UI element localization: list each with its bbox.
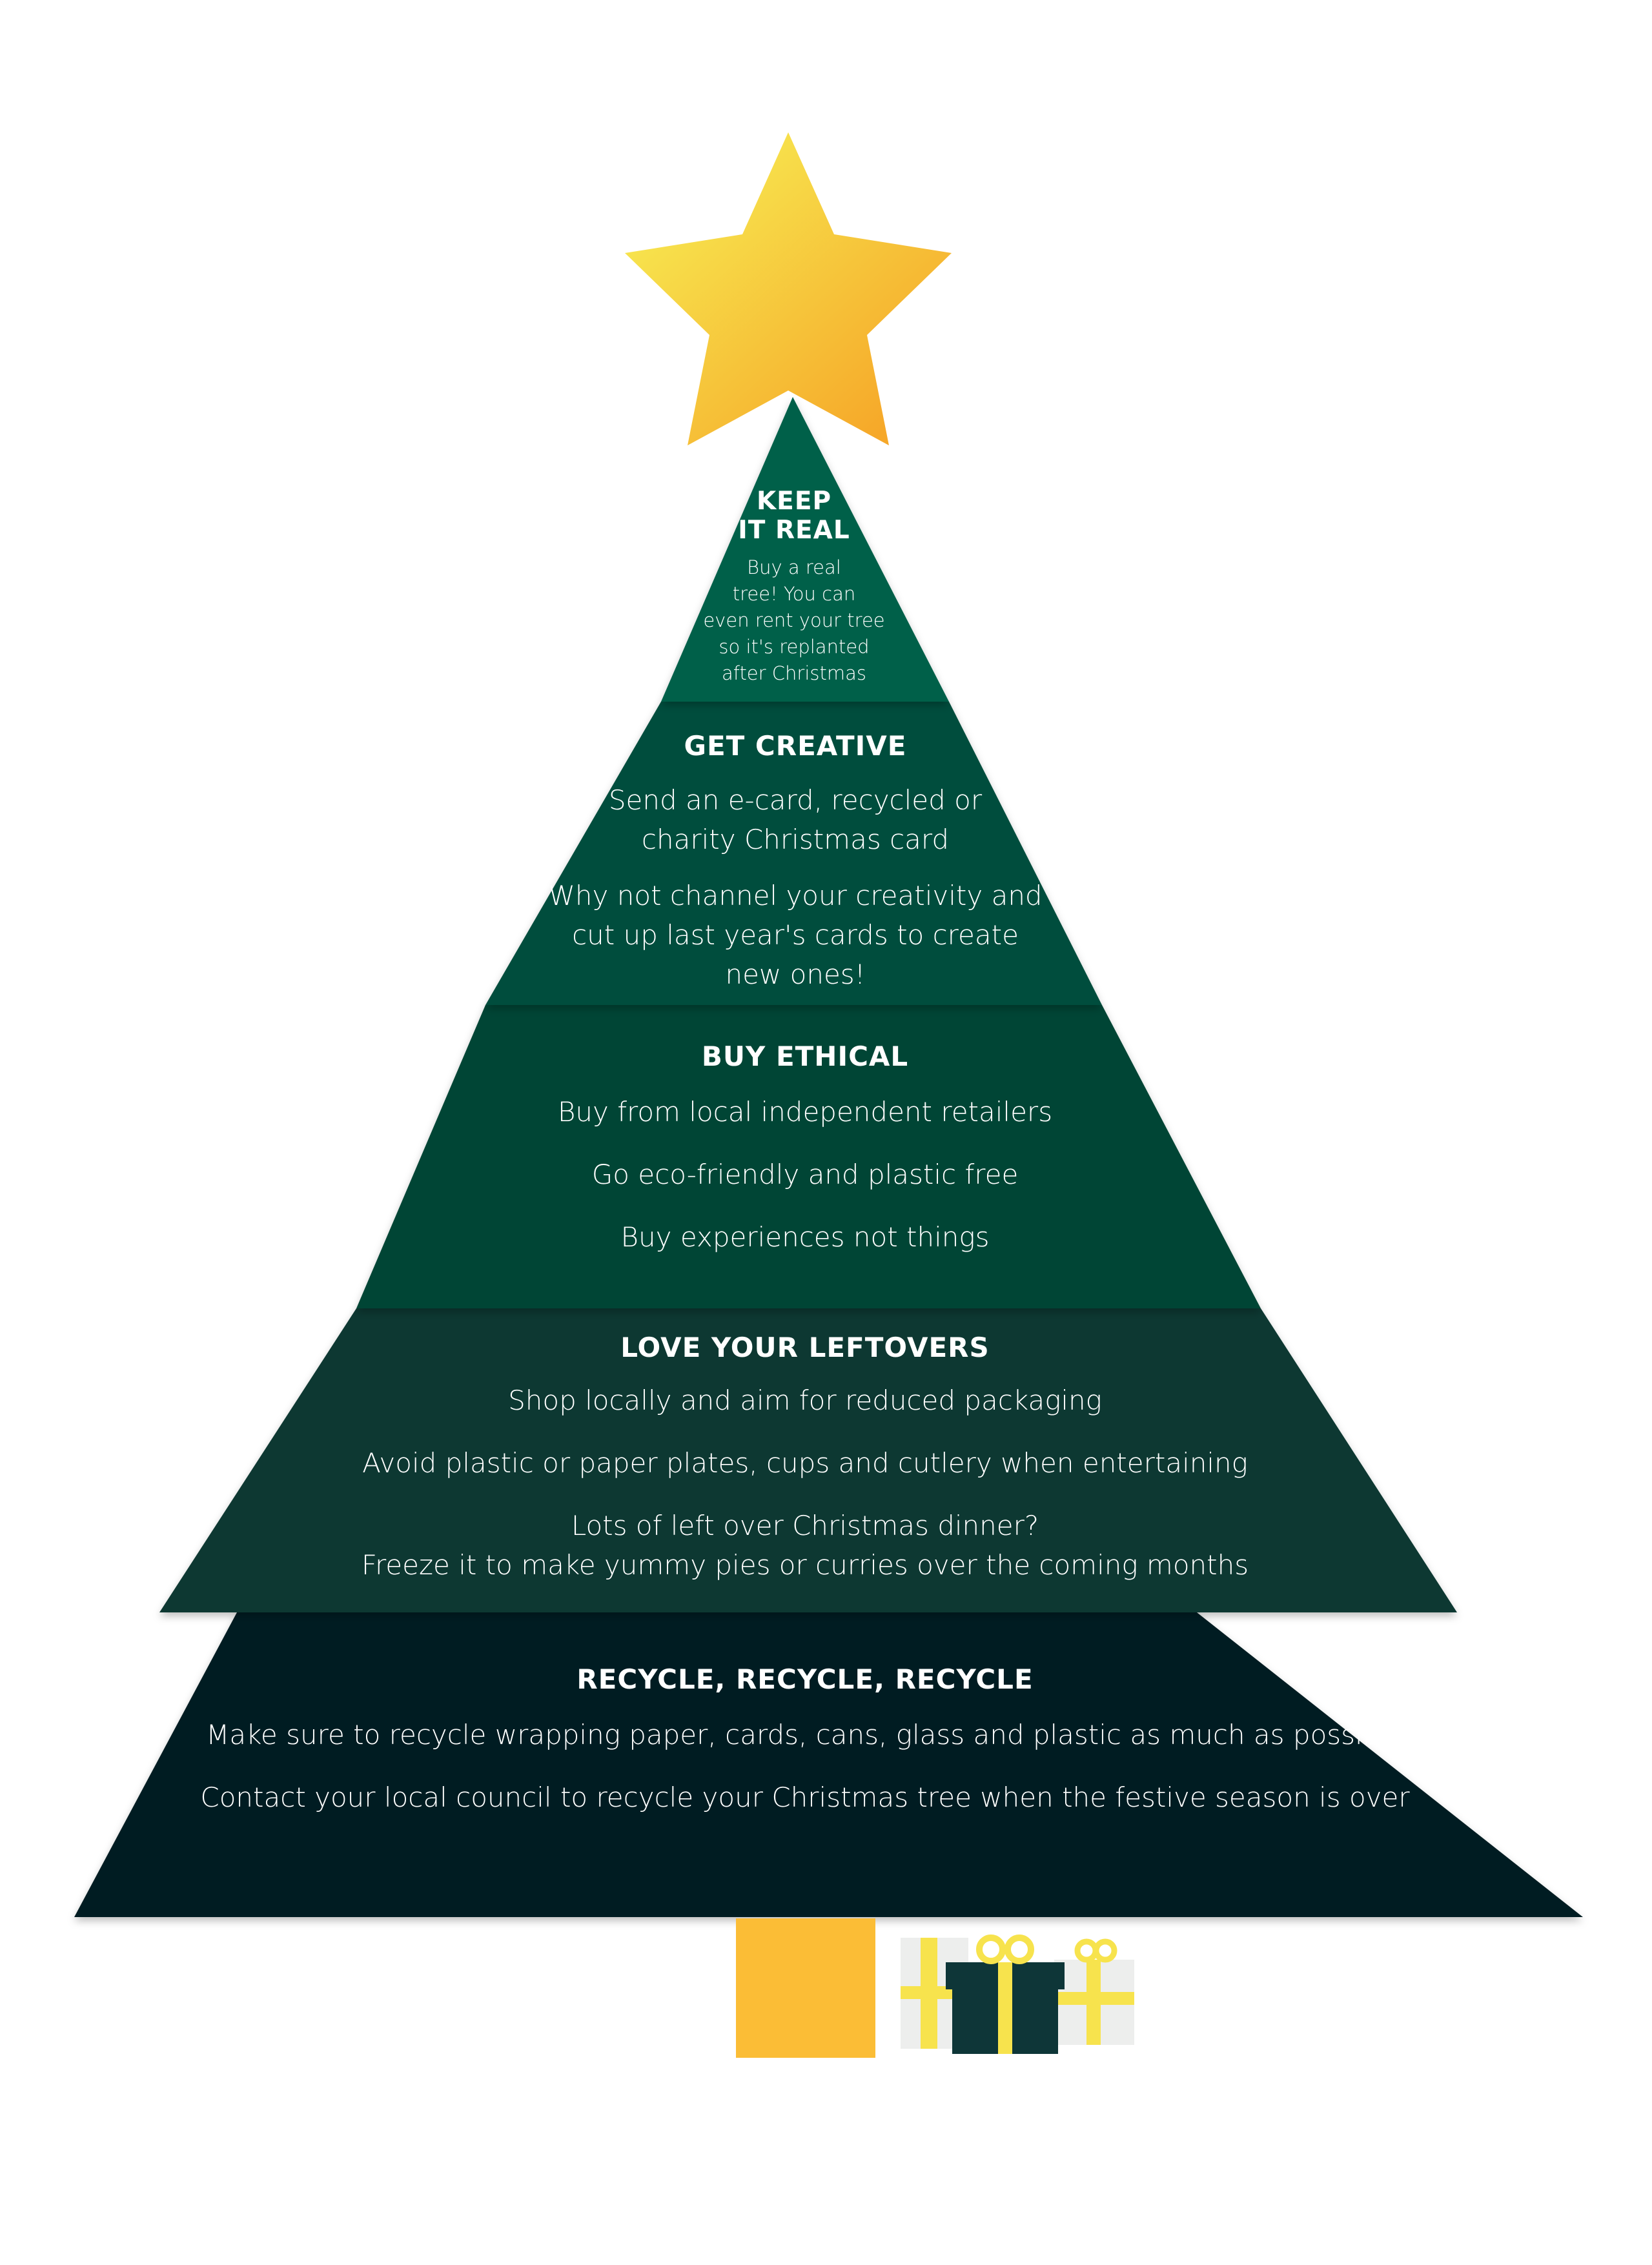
tier-tip: Avoid plastic or paper plates, cups and … [362,1447,1248,1479]
tier-tip: Lots of left over Christmas dinner? Free… [361,1509,1249,1581]
tier-heading: RECYCLE, RECYCLE, RECYCLE [576,1663,1034,1695]
tier-3-band [356,1005,1261,1308]
tier-tip: Why not channel your creativity and cut … [548,879,1043,990]
tier-2-band [485,702,1102,1005]
tier-tip: Make sure to recycle wrapping paper, car… [206,1719,1404,1751]
tier-tip: Contact your local council to recycle yo… [200,1781,1410,1813]
tier-keep-it-real: KEEP IT REAL Buy a real tree! You can ev… [691,487,897,687]
tier-buy-ethical: BUY ETHICAL Buy from local independent r… [450,1042,1160,1257]
tier-tip: Shop locally and aim for reduced packagi… [508,1385,1102,1417]
tier-get-creative: GET CREATIVE Send an e-card, recycled or… [505,730,1086,995]
tier-tip: Send an e-card, recycled or charity Chri… [608,784,983,855]
gift-box-icon [901,1935,1134,2054]
tier-1-band [661,397,949,702]
tier-heading: BUY ETHICAL [701,1041,909,1072]
tier-4-band [159,1308,1457,1612]
tier-tip: Buy experiences not things [620,1221,990,1253]
star-icon [625,132,952,445]
tier-love-your-leftovers: LOVE YOUR LEFTOVERS Shop locally and aim… [256,1332,1354,1585]
tree-trunk-icon [736,1918,875,2058]
tier-heading: GET CREATIVE [684,730,907,762]
tier-heading: LOVE YOUR LEFTOVERS [620,1332,990,1363]
tier-tip: Go eco-friendly and plastic free [591,1158,1019,1190]
tier-5-band [74,1612,1583,1917]
tier-tip: Buy a real tree! You can even rent your … [703,556,885,685]
tier-tip: Buy from local independent retailers [557,1096,1053,1128]
tier-recycle: RECYCLE, RECYCLE, RECYCLE Make sure to r… [79,1665,1531,1818]
tier-heading: KEEP IT REAL [738,487,850,545]
